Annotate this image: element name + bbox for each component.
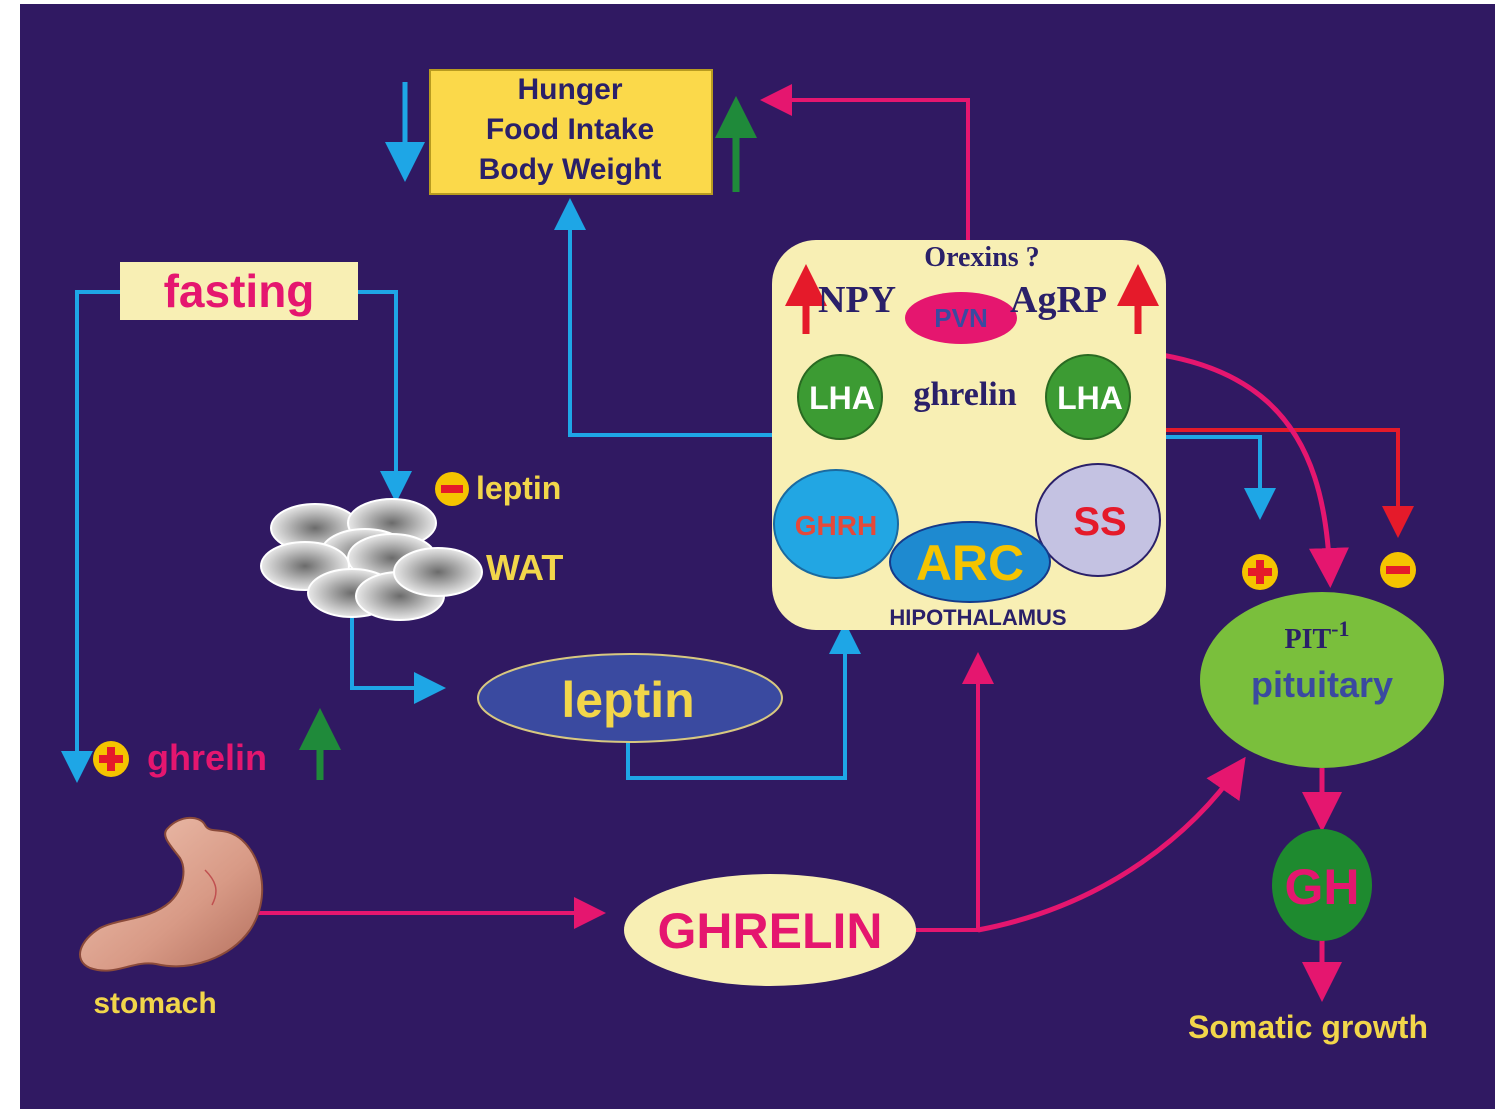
ghrelin-diagram: Hunger Food Intake Body Weight fasting l… xyxy=(20,4,1495,1109)
ghrh-node xyxy=(773,469,899,579)
hunger-label: Hunger xyxy=(518,73,623,106)
plus-icon-v xyxy=(107,747,115,771)
wat-label: WAT xyxy=(486,547,563,588)
plus-pit-v xyxy=(1256,560,1264,584)
hunger-box: Hunger Food Intake Body Weight xyxy=(429,69,713,195)
ghrelin-node: GHRELIN xyxy=(624,874,916,986)
hypothalamus-box: Orexins ? PVN NPY AgRP LHA LHA ghrelin S… xyxy=(772,240,1166,630)
hypothalamus-label: HIPOTHALAMUS xyxy=(889,605,1066,630)
orexins-to-hunger-arrow xyxy=(760,84,970,240)
hypothalamus-to-hunger-arrow xyxy=(554,198,772,437)
leptin-to-hypothalamus-arrow xyxy=(626,622,861,780)
diagram-canvas: Hunger Food Intake Body Weight fasting l… xyxy=(20,0,1495,1109)
ss-label: SS xyxy=(1073,500,1126,544)
pituitary-node: PIT-1 pituitary xyxy=(1200,592,1444,768)
lha-left-node xyxy=(797,354,883,440)
ghrelin-to-pituitary-arrow xyxy=(977,756,1246,933)
stomach-label: stomach xyxy=(93,987,216,1020)
gh-node: GH xyxy=(1272,829,1372,941)
ghrelin-main-label: GHRELIN xyxy=(658,903,883,959)
arc-label: ARC xyxy=(916,535,1024,591)
food-intake-label: Food Intake xyxy=(486,113,654,146)
minus-icon xyxy=(441,485,463,493)
gh-label: GH xyxy=(1285,859,1360,915)
body-weight-label: Body Weight xyxy=(479,153,662,186)
ghrh-label: GHRH xyxy=(795,510,877,541)
leptin-minus-label: leptin xyxy=(476,470,561,506)
fasting-box: fasting xyxy=(120,262,358,320)
leptin-node-label: leptin xyxy=(561,672,694,728)
pituitary-label: pituitary xyxy=(1251,664,1393,705)
fasting-to-wat-arrow xyxy=(358,290,412,503)
lha-right-label: LHA xyxy=(1057,380,1123,416)
fasting-label: fasting xyxy=(164,265,315,317)
agrp-label: AgRP xyxy=(1010,279,1107,321)
ghrelin-plus-label: ghrelin xyxy=(147,737,267,778)
stomach-icon xyxy=(79,816,264,972)
minus-pit-icon xyxy=(1386,566,1410,574)
orexins-label: Orexins ? xyxy=(924,242,1039,273)
wat-to-leptin-arrow xyxy=(350,615,446,704)
ghrelin-hypo-label: ghrelin xyxy=(913,376,1016,413)
fat-cells-icon xyxy=(260,498,483,621)
pit-label: PIT-1 xyxy=(1284,616,1349,655)
pvn-node xyxy=(905,292,1017,344)
lha-left-label: LHA xyxy=(809,380,875,416)
arc-node xyxy=(889,521,1051,603)
npy-label: NPY xyxy=(818,279,896,321)
somatic-growth-label: Somatic growth xyxy=(1188,1009,1428,1045)
lha-right-node xyxy=(1045,354,1131,440)
fasting-to-ghrelin-arrow xyxy=(61,290,138,783)
ss-node xyxy=(1035,463,1161,577)
pvn-label: PVN xyxy=(934,303,987,333)
leptin-node: leptin xyxy=(477,653,783,743)
